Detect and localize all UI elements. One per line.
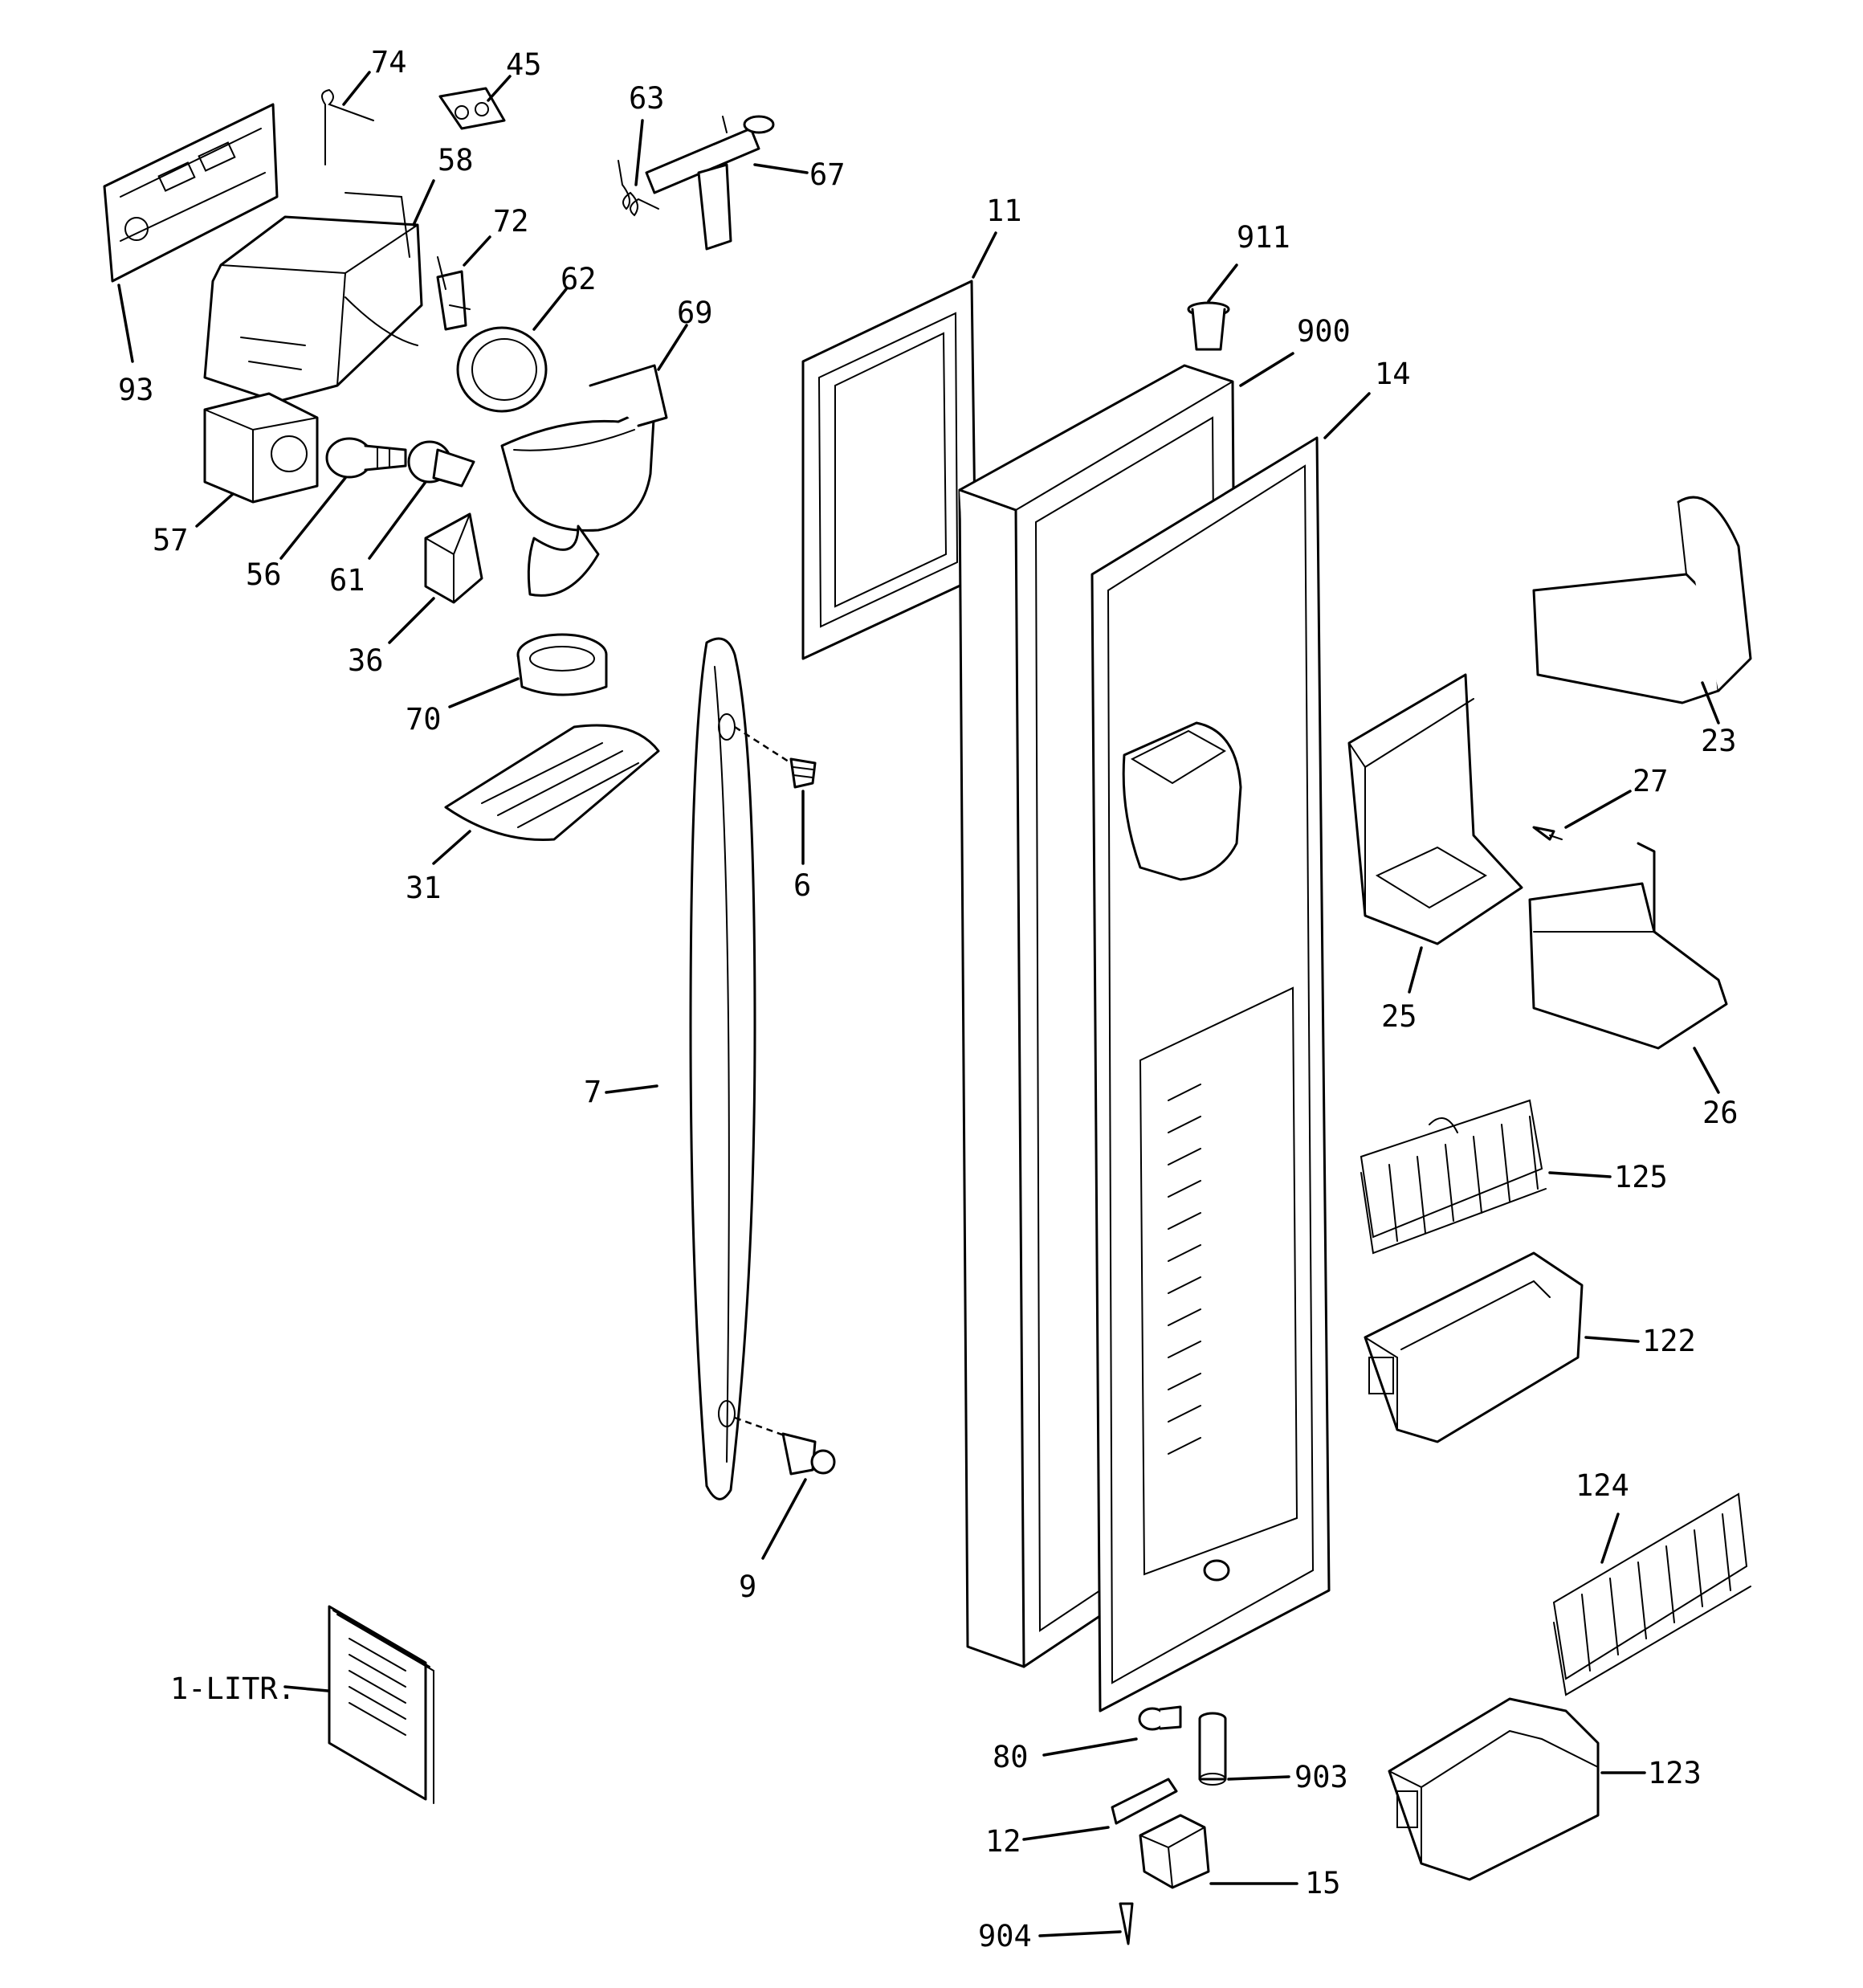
part-screw-27 bbox=[1532, 826, 1563, 841]
part-literature bbox=[328, 1605, 434, 1804]
callout-31: 31 bbox=[406, 871, 442, 905]
part-handle-7 bbox=[689, 637, 792, 1500]
callout-122: 122 bbox=[1642, 1324, 1696, 1358]
callout-12: 12 bbox=[985, 1824, 1021, 1859]
part-tray-26 bbox=[1528, 842, 1728, 1050]
callout-45: 45 bbox=[506, 47, 542, 82]
part-motor-57 bbox=[203, 392, 319, 504]
callout-58: 58 bbox=[438, 143, 474, 178]
leader-lines bbox=[117, 71, 1720, 1937]
part-basket-124 bbox=[1552, 1492, 1751, 1696]
callout-124: 124 bbox=[1576, 1468, 1629, 1503]
part-plate-12 bbox=[1111, 1778, 1178, 1825]
part-plug-80 bbox=[1138, 1705, 1182, 1731]
callout-900: 900 bbox=[1297, 314, 1351, 349]
part-screw-904 bbox=[1119, 1902, 1134, 1945]
callout-69: 69 bbox=[677, 296, 713, 330]
callout-14: 14 bbox=[1375, 357, 1411, 391]
callout-911: 911 bbox=[1237, 220, 1290, 255]
part-basket-125 bbox=[1360, 1099, 1547, 1255]
callout-6: 6 bbox=[793, 868, 811, 903]
callout-125: 125 bbox=[1614, 1160, 1668, 1194]
part-cap-911 bbox=[1187, 301, 1230, 351]
part-spring-63 bbox=[618, 160, 659, 217]
callout-15: 15 bbox=[1305, 1866, 1341, 1900]
part-grille-31 bbox=[444, 724, 660, 841]
part-tray-25 bbox=[1347, 673, 1523, 945]
part-bin-122 bbox=[1364, 1251, 1584, 1443]
callout-62: 62 bbox=[561, 262, 597, 296]
part-spring-74 bbox=[321, 88, 374, 165]
part-screw-9 bbox=[781, 1432, 836, 1476]
callout-1-litr: 1-LITR. bbox=[170, 1672, 296, 1706]
part-cover-23 bbox=[1532, 496, 1752, 704]
callout-9: 9 bbox=[739, 1570, 756, 1604]
part-screw-6 bbox=[789, 757, 817, 789]
callout-61: 61 bbox=[329, 563, 365, 598]
part-gasket-14 bbox=[1090, 436, 1331, 1712]
part-ring-62 bbox=[456, 326, 548, 413]
callout-74: 74 bbox=[371, 45, 407, 80]
callout-labels: 74 45 63 67 58 72 93 62 69 11 911 900 14… bbox=[118, 45, 1739, 1953]
callout-27: 27 bbox=[1633, 764, 1669, 798]
callout-903: 903 bbox=[1294, 1760, 1348, 1794]
part-switch-72 bbox=[436, 256, 471, 331]
callout-36: 36 bbox=[348, 643, 384, 678]
callout-80: 80 bbox=[993, 1740, 1029, 1774]
callout-72: 72 bbox=[493, 204, 529, 239]
callout-57: 57 bbox=[153, 523, 189, 557]
part-bracket-36 bbox=[424, 512, 483, 604]
part-ring-70 bbox=[516, 633, 608, 696]
part-frame-11 bbox=[801, 280, 977, 660]
callout-26: 26 bbox=[1702, 1096, 1739, 1130]
callout-67: 67 bbox=[809, 157, 846, 192]
callout-56: 56 bbox=[246, 557, 282, 592]
callout-25: 25 bbox=[1381, 999, 1417, 1034]
callout-93: 93 bbox=[118, 373, 154, 407]
shelf-tabs bbox=[1168, 1084, 1201, 1455]
part-actuator-61 bbox=[407, 440, 475, 488]
callout-63: 63 bbox=[629, 81, 665, 116]
callout-70: 70 bbox=[406, 702, 442, 737]
part-solenoid-56 bbox=[325, 437, 407, 479]
part-hinge-15 bbox=[1139, 1814, 1210, 1889]
part-housing-58 bbox=[203, 192, 423, 403]
callout-11: 11 bbox=[986, 194, 1022, 228]
callout-123: 123 bbox=[1648, 1756, 1702, 1790]
callout-7: 7 bbox=[584, 1075, 601, 1109]
callout-904: 904 bbox=[978, 1919, 1032, 1953]
part-hinge-67 bbox=[645, 115, 775, 251]
part-funnel-69 bbox=[500, 364, 668, 597]
part-pin-903 bbox=[1198, 1712, 1227, 1786]
part-bin-123 bbox=[1388, 1697, 1600, 1881]
callout-23: 23 bbox=[1701, 724, 1737, 758]
part-control-panel bbox=[103, 103, 279, 283]
